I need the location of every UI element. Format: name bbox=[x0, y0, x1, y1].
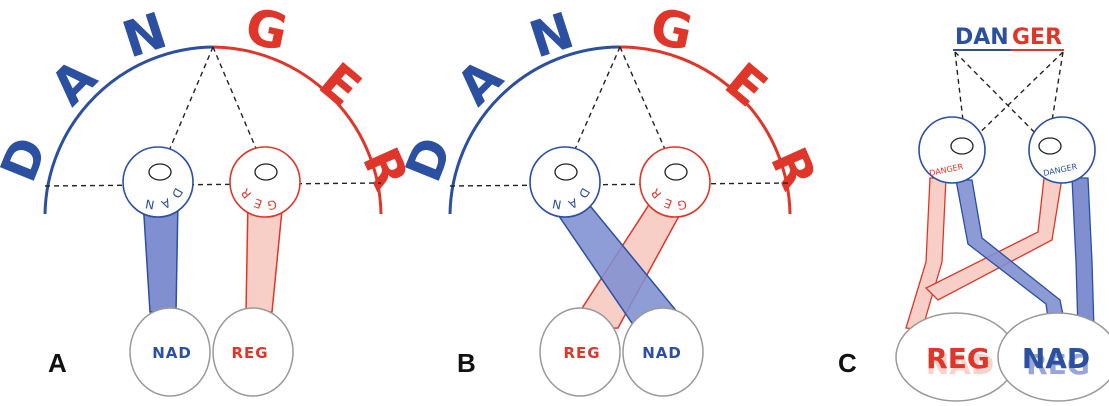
panel-b-letter-g: G bbox=[646, 0, 698, 62]
panel-a-right-pupil bbox=[254, 163, 278, 181]
panel-b-left-eye bbox=[529, 146, 601, 218]
panel-c-left-pupil bbox=[950, 137, 974, 155]
panel-b-right-sight-line bbox=[619, 46, 676, 173]
panel-a-right-sight-line bbox=[212, 46, 267, 173]
panel-a-letter-g: G bbox=[241, 0, 293, 62]
panel-c-banner-ger: GER bbox=[1012, 25, 1062, 50]
panel-c-right-brain-ghost: REG bbox=[1026, 348, 1090, 381]
panel-b-right-brain-text: NAD bbox=[642, 344, 682, 362]
panel-b-left-brain bbox=[539, 307, 621, 397]
panel-a-letter-e: E bbox=[308, 52, 371, 118]
panel-b: D A N G E R D A N G E R REG NAD B bbox=[394, 0, 828, 397]
panel-a-right-brain bbox=[212, 307, 294, 397]
panel-c-sight-line-2 bbox=[965, 51, 1064, 147]
panel-a-right-retina-e: E bbox=[252, 196, 264, 212]
panel-a-right-field-arc bbox=[212, 45, 383, 215]
panel-c-sight-line-1 bbox=[954, 51, 967, 147]
panel-c-sight-line-4 bbox=[1047, 51, 1064, 147]
panel-a-left-sight-line bbox=[159, 46, 214, 173]
panel-c-right-pupil bbox=[1038, 137, 1062, 155]
panel-b-letter-n: N bbox=[523, 1, 581, 69]
panel-c-right-brain-text: NAD bbox=[1022, 342, 1090, 375]
panel-a-letter-a: A bbox=[39, 48, 108, 117]
panel-c-red-tract-right bbox=[924, 177, 1063, 301]
panel-a-horizon-line bbox=[44, 182, 382, 187]
panel-a-right-eye bbox=[229, 146, 301, 218]
panel-a-right-brain-text: REG bbox=[231, 344, 268, 362]
panel-a-left-pupil bbox=[148, 163, 172, 181]
panel-b-right-brain bbox=[622, 307, 704, 397]
panel-c-right-eye bbox=[1028, 116, 1096, 184]
panel-b-right-retina-g: G bbox=[676, 197, 688, 212]
panel-b-left-brain-text: REG bbox=[563, 344, 600, 362]
panel-b-left-field-arc bbox=[448, 45, 621, 215]
panel-a-left-field-arc bbox=[43, 45, 214, 215]
panel-a-right-retina-g: G bbox=[266, 197, 278, 212]
panel-c-sight-line-3 bbox=[954, 51, 1049, 147]
panel-b-label: B bbox=[457, 348, 476, 378]
panel-b-letter-a: A bbox=[445, 48, 514, 117]
panel-b-horizon-line bbox=[449, 182, 791, 187]
panel-a: D A N G E R D A N G E R NAD REG A bbox=[0, 0, 420, 397]
panel-c-left-brain-text: REG bbox=[926, 342, 990, 375]
panel-a-left-brain bbox=[129, 307, 211, 397]
panel-b-letter-r: R bbox=[759, 139, 828, 198]
panel-b-left-sight-line bbox=[564, 46, 621, 173]
panel-a-letter-n: N bbox=[116, 1, 174, 69]
panel-c-left-brain-ghost: NAD bbox=[926, 348, 994, 381]
panel-b-left-retina-n: N bbox=[551, 196, 562, 211]
panel-c-red-tract-left bbox=[905, 177, 947, 331]
panel-c-right-brain bbox=[997, 312, 1109, 402]
panel-b-left-pupil bbox=[554, 163, 578, 181]
panel-a-label: A bbox=[48, 348, 67, 378]
panel-c: DAN GER DANGER DANGER NAD REG REG NAD C bbox=[838, 25, 1109, 402]
panel-c-label: C bbox=[838, 348, 857, 378]
panel-c-banner-dan: DAN bbox=[955, 25, 1009, 50]
panel-c-blue-tract-right bbox=[1071, 177, 1095, 331]
panel-b-right-eye bbox=[639, 146, 711, 218]
panel-b-right-field-arc bbox=[619, 45, 792, 215]
panel-b-right-retina-e: E bbox=[662, 196, 674, 212]
panel-a-left-brain-text: NAD bbox=[152, 344, 192, 362]
panel-b-letter-e: E bbox=[714, 52, 777, 118]
panel-b-right-pupil bbox=[664, 163, 688, 181]
panel-a-left-eye bbox=[122, 146, 194, 218]
panel-a-left-retina-n: N bbox=[144, 196, 155, 211]
